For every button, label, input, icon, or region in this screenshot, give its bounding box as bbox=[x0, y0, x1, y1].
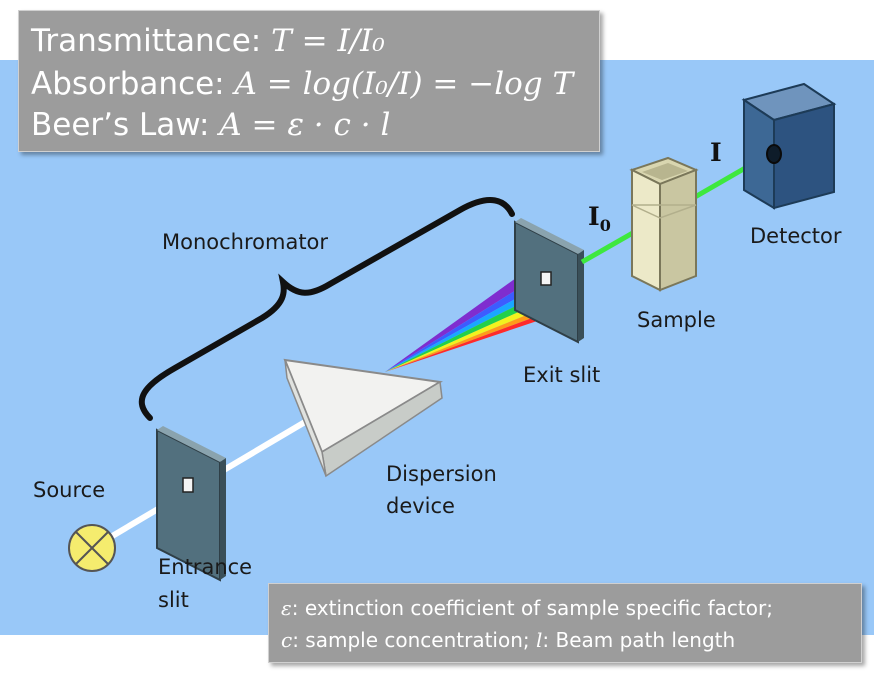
monochromator-brace bbox=[138, 197, 515, 421]
detector-block-icon bbox=[741, 82, 837, 210]
exit-slit-plate bbox=[514, 218, 584, 344]
beers-law-formula: Beer’s Law: A = ε · c · l bbox=[31, 107, 390, 143]
entrance-slit-plate bbox=[156, 426, 226, 582]
source-label: Source bbox=[33, 478, 106, 502]
l-text: : Beam path length bbox=[542, 628, 736, 652]
sample-cuvette bbox=[629, 156, 699, 292]
exit-slit-label: Exit slit bbox=[523, 363, 601, 387]
beers-law-expression: A = ε · c · l bbox=[219, 107, 391, 143]
concentration-length-definition: c: sample concentration; l: Beam path le… bbox=[281, 628, 735, 652]
l-symbol: l bbox=[535, 628, 543, 652]
transmittance-expression: T = I/I₀ bbox=[271, 23, 385, 59]
transmitted-intensity-label: I bbox=[710, 138, 722, 167]
absorbance-label: Absorbance: bbox=[31, 66, 225, 102]
transmittance-label: Transmittance: bbox=[31, 23, 262, 59]
c-text: : sample concentration; bbox=[292, 628, 530, 652]
definitions-box: ε: extinction coefficient of sample spec… bbox=[268, 583, 862, 663]
epsilon-text: : extinction coefficient of sample speci… bbox=[291, 596, 773, 620]
entrance-slit-label-line2: slit bbox=[158, 588, 189, 612]
incident-intensity-symbol: I bbox=[588, 202, 600, 231]
c-symbol: c bbox=[281, 628, 293, 652]
incident-intensity-subscript: 0 bbox=[599, 216, 611, 235]
epsilon-definition: ε: extinction coefficient of sample spec… bbox=[281, 596, 773, 620]
detector-label: Detector bbox=[750, 224, 842, 248]
monochromator-label: Monochromator bbox=[162, 230, 329, 254]
source-lamp-icon bbox=[68, 524, 116, 572]
dispersion-prism bbox=[283, 358, 443, 478]
sample-label: Sample bbox=[637, 308, 716, 332]
beers-law-label: Beer’s Law: bbox=[31, 107, 210, 143]
dispersion-device-label-line1: Dispersion bbox=[386, 462, 497, 486]
transmittance-formula: Transmittance: T = I/I₀ bbox=[31, 23, 385, 59]
epsilon-symbol: ε bbox=[281, 596, 292, 620]
entrance-slit-label-line1: Entrance bbox=[158, 555, 253, 579]
absorbance-expression: A = log(I₀/I) = −log T bbox=[234, 66, 574, 102]
absorbance-formula: Absorbance: A = log(I₀/I) = −log T bbox=[31, 66, 573, 102]
formula-box: Transmittance: T = I/I₀ Absorbance: A = … bbox=[18, 10, 600, 152]
dispersion-device-label-line2: device bbox=[386, 494, 455, 518]
incident-intensity-label: I0 bbox=[588, 202, 611, 235]
